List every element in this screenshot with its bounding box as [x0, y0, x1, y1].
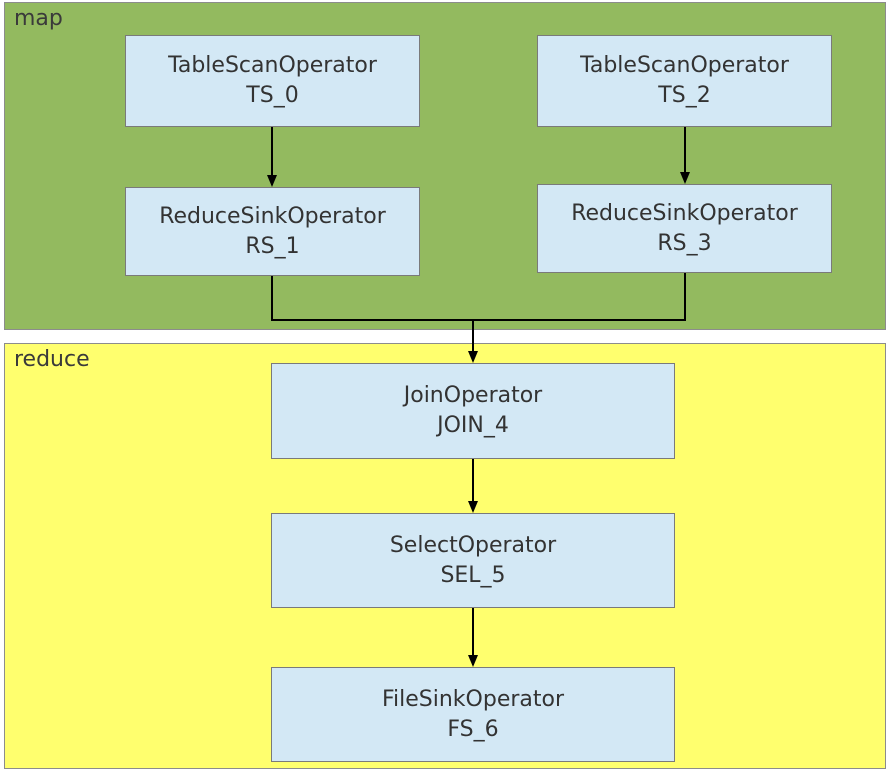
map-stage-label: map: [14, 6, 63, 31]
node-sel-5-type: SelectOperator: [389, 532, 557, 558]
node-ts-0: TableScanOperator TS_0: [125, 35, 420, 127]
node-ts-2: TableScanOperator TS_2: [537, 35, 832, 127]
node-fs-6: FileSinkOperator FS_6: [271, 667, 675, 762]
node-sel-5-id: SEL_5: [440, 562, 506, 588]
node-fs-6-type: FileSinkOperator: [381, 686, 565, 712]
node-rs-3: ReduceSinkOperator RS_3: [537, 184, 832, 273]
node-rs-1-type: ReduceSinkOperator: [159, 203, 386, 229]
node-rs-1: ReduceSinkOperator RS_1: [125, 187, 420, 276]
node-fs-6-id: FS_6: [447, 716, 499, 742]
node-ts-0-id: TS_0: [246, 83, 299, 108]
node-ts-2-type: TableScanOperator: [580, 53, 789, 78]
node-ts-2-id: TS_2: [658, 83, 711, 108]
node-join-4: JoinOperator JOIN_4: [271, 363, 675, 459]
node-join-4-id: JOIN_4: [437, 413, 509, 438]
node-join-4-type: JoinOperator: [403, 383, 543, 408]
node-sel-5: SelectOperator SEL_5: [271, 513, 675, 608]
node-ts-0-type: TableScanOperator: [168, 53, 377, 78]
node-rs-1-id: RS_1: [245, 233, 300, 259]
node-rs-3-id: RS_3: [657, 230, 712, 256]
node-rs-3-type: ReduceSinkOperator: [571, 200, 798, 226]
reduce-stage-label: reduce: [14, 347, 90, 372]
